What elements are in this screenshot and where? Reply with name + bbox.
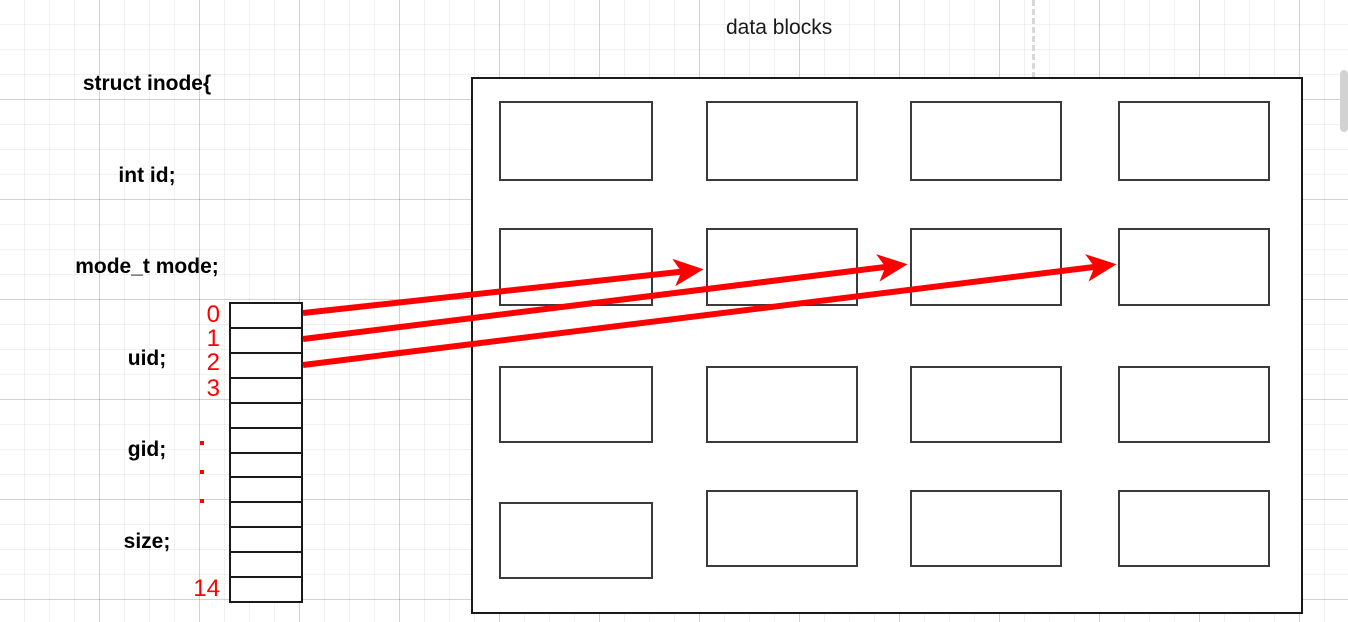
data-block[interactable] [499,502,653,579]
ellipsis-dot-icon [200,441,204,445]
data-block[interactable] [1118,366,1270,443]
array-index-label-14: 14 [193,575,220,602]
data-block[interactable] [499,366,653,443]
struct-line-3: uid; [127,346,167,370]
vertical-scrollbar[interactable] [1340,0,1348,622]
struct-line-0: struct inode{ [82,72,212,95]
data-block[interactable] [910,366,1062,443]
struct-line-ellipsis: ... [22,618,272,622]
data-block[interactable] [706,366,858,443]
data-block[interactable] [706,490,858,567]
array-cell[interactable] [231,353,301,379]
array-cell[interactable] [231,578,301,602]
array-index-label-2: 2 [206,349,220,376]
struct-line-2: mode_t mode; [75,255,219,278]
array-cell[interactable] [231,503,301,529]
dashed-guide-line [1032,0,1035,78]
array-index-label-0: 0 [206,301,220,328]
inode-struct-code: struct inode{ int id; mode_t mode; uid; … [22,8,272,622]
data-block[interactable] [910,228,1062,306]
data-block[interactable] [910,101,1062,181]
array-index-label-1: 1 [206,325,220,352]
ellipsis-dot-icon [200,499,204,503]
struct-line-4: gid; [127,438,167,461]
array-cell[interactable] [231,378,301,404]
array-cell[interactable] [231,453,301,479]
struct-line-1: int id; [118,163,176,187]
data-block[interactable] [706,228,858,306]
array-index-label-3: 3 [206,375,220,402]
data-block[interactable] [1118,490,1270,567]
data-block[interactable] [499,228,653,306]
data-block[interactable] [1118,101,1270,181]
data-block[interactable] [706,101,858,181]
array-cell[interactable] [231,328,301,354]
struct-line-5: size; [123,529,171,553]
data-block[interactable] [499,101,653,181]
data-block[interactable] [1118,228,1270,306]
array-cell[interactable] [231,304,301,329]
data-blocks-title: data blocks [726,16,833,39]
array-cell[interactable] [231,478,301,504]
array-cell[interactable] [231,403,301,429]
scrollbar-thumb[interactable] [1340,70,1348,132]
array-cell[interactable] [231,428,301,454]
data-block[interactable] [910,490,1062,567]
ellipsis-dot-icon [200,470,204,474]
array-cell[interactable] [231,553,301,579]
array-cell[interactable] [231,528,301,554]
inode-blocks-array-table [229,302,303,603]
data-blocks-container [471,77,1303,614]
